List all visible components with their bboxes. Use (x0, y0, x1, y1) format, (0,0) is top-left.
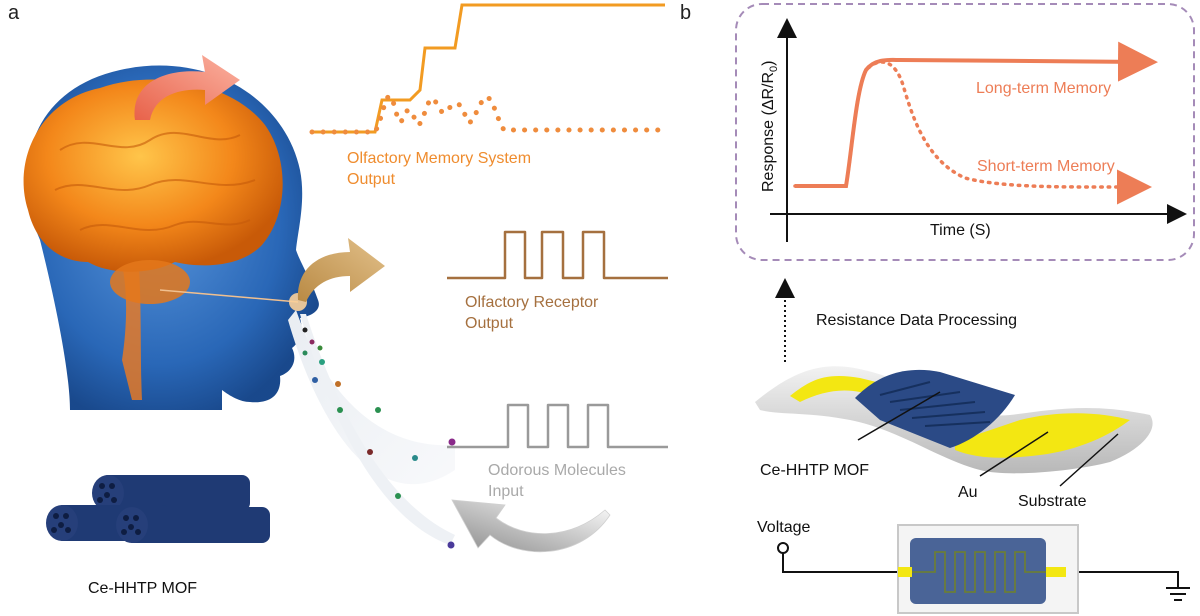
receptor-output-line1: Olfactory Receptor (465, 294, 599, 311)
short-term-curve (793, 60, 1152, 205)
receptor-arrow (297, 238, 385, 302)
chart-frame (735, 3, 1195, 261)
device-au-label: Au (958, 484, 978, 501)
receptor-output-signal (447, 230, 668, 280)
odor-input-signal (447, 403, 668, 449)
panel-b-label: b (680, 2, 692, 24)
panel-a-label: a (8, 2, 20, 24)
molecule-stream (288, 310, 455, 485)
ground-symbol (1166, 587, 1190, 601)
memory-output-line2: Output (347, 171, 396, 188)
mof-rods-illustration (46, 475, 270, 543)
device-substrate-label: Substrate (1018, 493, 1087, 510)
device-mof-label: Ce-HHTP MOF (760, 462, 870, 479)
mof-label-a: Ce-HHTP MOF (88, 580, 198, 597)
memory-output-label: Olfactory Memory System Output (347, 148, 531, 190)
input-arrow (451, 499, 611, 553)
long-term-label: Long-term Memory (976, 80, 1112, 97)
receptor-output-line2: Output (465, 315, 514, 332)
memory-arrow (134, 55, 240, 120)
odor-input-line2: Input (488, 483, 524, 500)
long-term-curve (795, 41, 1158, 188)
voltage-terminal (777, 542, 789, 554)
odor-input-line1: Odorous Molecules (488, 462, 626, 479)
voltage-label: Voltage (757, 519, 811, 536)
memory-dotted-signal (309, 93, 671, 135)
mof-film (855, 369, 1015, 448)
memory-output-line1: Olfactory Memory System (347, 150, 532, 167)
chart-ylabel-suffix: ) (760, 60, 777, 66)
chart-ylabel-sub: 0 (768, 65, 781, 72)
odor-input-label: Odorous Molecules Input (488, 460, 626, 502)
chart-ylabel-prefix: Response (ΔR/R (760, 71, 777, 192)
chart-ylabel: Response (ΔR/R0) (760, 60, 780, 192)
processing-label: Resistance Data Processing (816, 312, 1017, 329)
receptor-output-label: Olfactory Receptor Output (465, 292, 598, 334)
chart-xlabel: Time (S) (930, 222, 991, 239)
short-term-label: Short-term Memory (977, 158, 1115, 175)
odor-molecules (302, 327, 456, 549)
memory-output-signal (312, 3, 665, 134)
sensor-chip-film (910, 538, 1046, 604)
interdigitated-electrode (912, 551, 1046, 593)
